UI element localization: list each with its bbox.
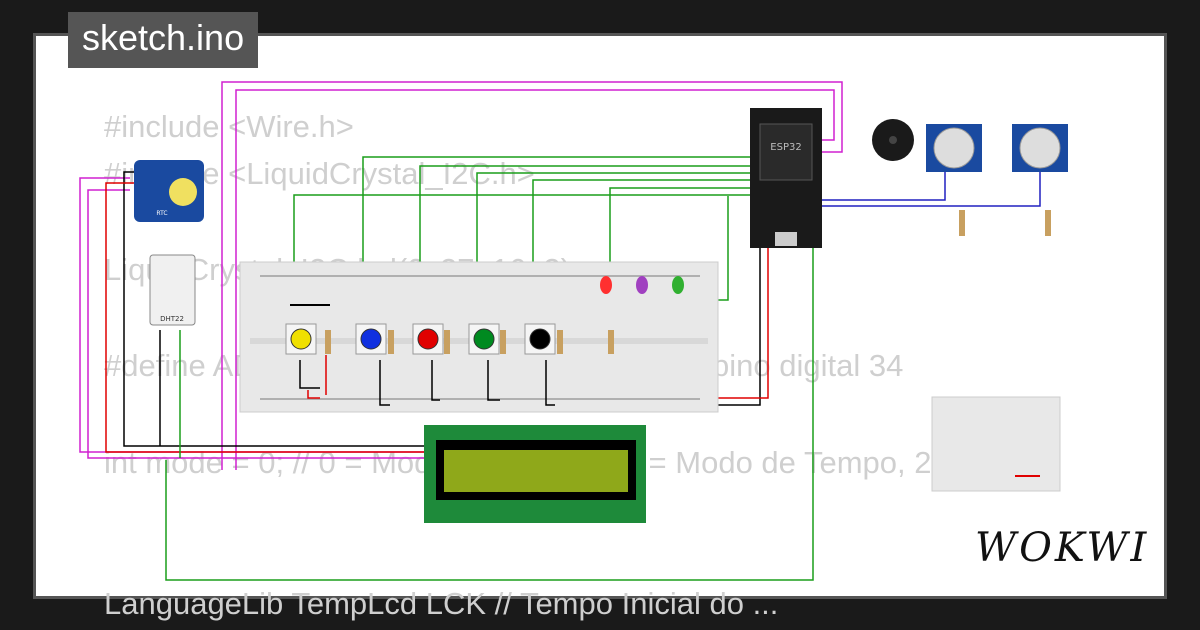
pushbutton-blue[interactable] (355, 323, 387, 355)
pushbutton-red[interactable] (412, 323, 444, 355)
wokwi-logo: WOKWI (975, 525, 1150, 571)
resistor (325, 210, 1051, 354)
wire (87, 189, 425, 459)
wire (123, 171, 425, 447)
esp32-board: ESP32 (750, 108, 822, 248)
lcd-display (424, 425, 646, 523)
potentiometer[interactable] (926, 124, 982, 172)
led-green (672, 276, 684, 294)
wire (105, 182, 425, 453)
potentiometer[interactable] (1012, 124, 1068, 172)
pushbutton-yellow[interactable] (285, 323, 317, 355)
rtc-label: RTC (156, 210, 167, 217)
dht22-sensor: DHT22 (149, 254, 196, 326)
wire (221, 81, 843, 470)
code-line: LanguageLib TempLcd LCK // Tempo Inicial… (104, 586, 779, 621)
wire (822, 170, 1041, 207)
mini-breadboard (931, 396, 1061, 492)
led-purple (636, 276, 648, 294)
rtc-module: RTC (134, 160, 204, 222)
pushbutton-green[interactable] (468, 323, 500, 355)
esp32-label: ESP32 (770, 142, 801, 153)
pushbutton-black[interactable] (524, 323, 556, 355)
wire (165, 248, 814, 581)
dht-label: DHT22 (160, 315, 184, 323)
file-title: sketch.ino (68, 12, 259, 68)
code-line: #include <Wire.h> (104, 109, 354, 144)
wire (822, 170, 946, 201)
buzzer (872, 119, 914, 161)
wire (235, 89, 835, 470)
led-red (600, 276, 612, 294)
